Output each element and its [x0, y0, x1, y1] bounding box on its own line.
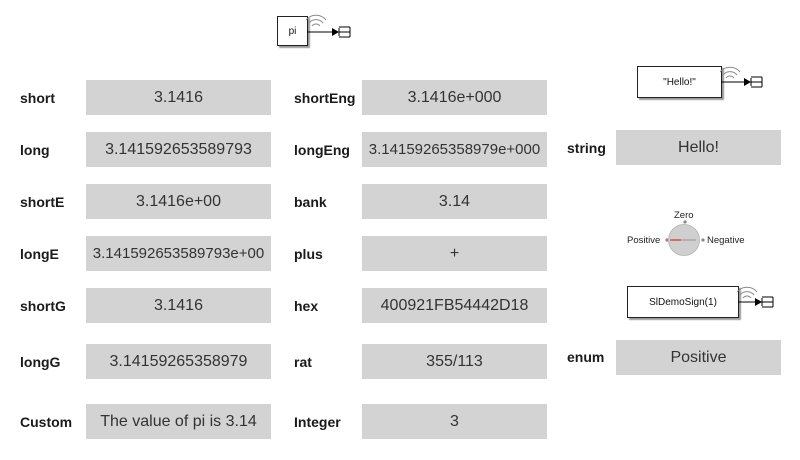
pi-constant-block[interactable]: pi [277, 16, 308, 46]
enum-constant-block[interactable]: SlDemoSign(1) [627, 286, 739, 318]
display-shortEng[interactable]: 3.1416e+000 [362, 80, 547, 115]
string-constant-block[interactable]: "Hello!" [637, 66, 722, 98]
label-longE: longE [20, 246, 59, 262]
string-block-label: "Hello!" [663, 76, 696, 88]
rotary-switch-knob[interactable] [664, 218, 706, 260]
label-longEng: longEng [294, 142, 350, 158]
display-integer[interactable]: 3 [362, 404, 547, 439]
pi-block-label: pi [288, 25, 297, 37]
terminator-icon [761, 296, 774, 308]
string-signal-connector [720, 66, 763, 88]
display-longG[interactable]: 3.14159265358979 [86, 344, 271, 379]
wireless-signal-icon [306, 14, 327, 27]
display-custom[interactable]: The value of pi is 3.14 [86, 404, 271, 439]
display-longEng[interactable]: 3.14159265358979e+000 [362, 132, 547, 167]
pi-signal-connector [306, 14, 351, 38]
label-long: long [20, 142, 50, 158]
display-long[interactable]: 3.141592653589793 [86, 132, 271, 167]
display-bank[interactable]: 3.14 [362, 184, 547, 219]
label-longG: longG [20, 354, 61, 370]
display-shortG[interactable]: 3.1416 [86, 288, 271, 323]
label-custom: Custom [20, 414, 73, 430]
label-rat: rat [294, 354, 312, 370]
wireless-signal-icon [737, 286, 758, 299]
label-shortG: shortG [20, 298, 66, 314]
label-bank: bank [294, 194, 327, 210]
label-shortEng: shortEng [294, 90, 356, 106]
display-shortE[interactable]: 3.1416e+00 [86, 184, 271, 219]
terminator-icon [338, 26, 351, 38]
display-short[interactable]: 3.1416 [86, 80, 271, 115]
label-short: short [20, 90, 55, 106]
knob-label-positive: Positive [627, 235, 661, 246]
label-plus: plus [294, 246, 323, 262]
knob-label-zero: Zero [674, 210, 694, 221]
terminator-icon [750, 76, 763, 88]
knob-label-negative: Negative [707, 235, 745, 246]
label-enum: enum [567, 349, 605, 365]
display-plus[interactable]: + [362, 236, 547, 271]
label-shortE: shortE [20, 194, 65, 210]
wireless-signal-icon [720, 66, 741, 79]
display-longE[interactable]: 3.141592653589793e+00 [86, 236, 271, 271]
label-string: string [567, 140, 606, 156]
label-integer: Integer [294, 414, 341, 430]
display-hex[interactable]: 400921FB54442D18 [362, 288, 547, 323]
display-enum[interactable]: Positive [616, 340, 781, 375]
display-rat[interactable]: 355/113 [362, 344, 547, 379]
label-hex: hex [294, 298, 319, 314]
enum-signal-connector [737, 286, 774, 308]
enum-block-label: SlDemoSign(1) [649, 296, 717, 308]
display-string[interactable]: Hello! [616, 130, 781, 165]
